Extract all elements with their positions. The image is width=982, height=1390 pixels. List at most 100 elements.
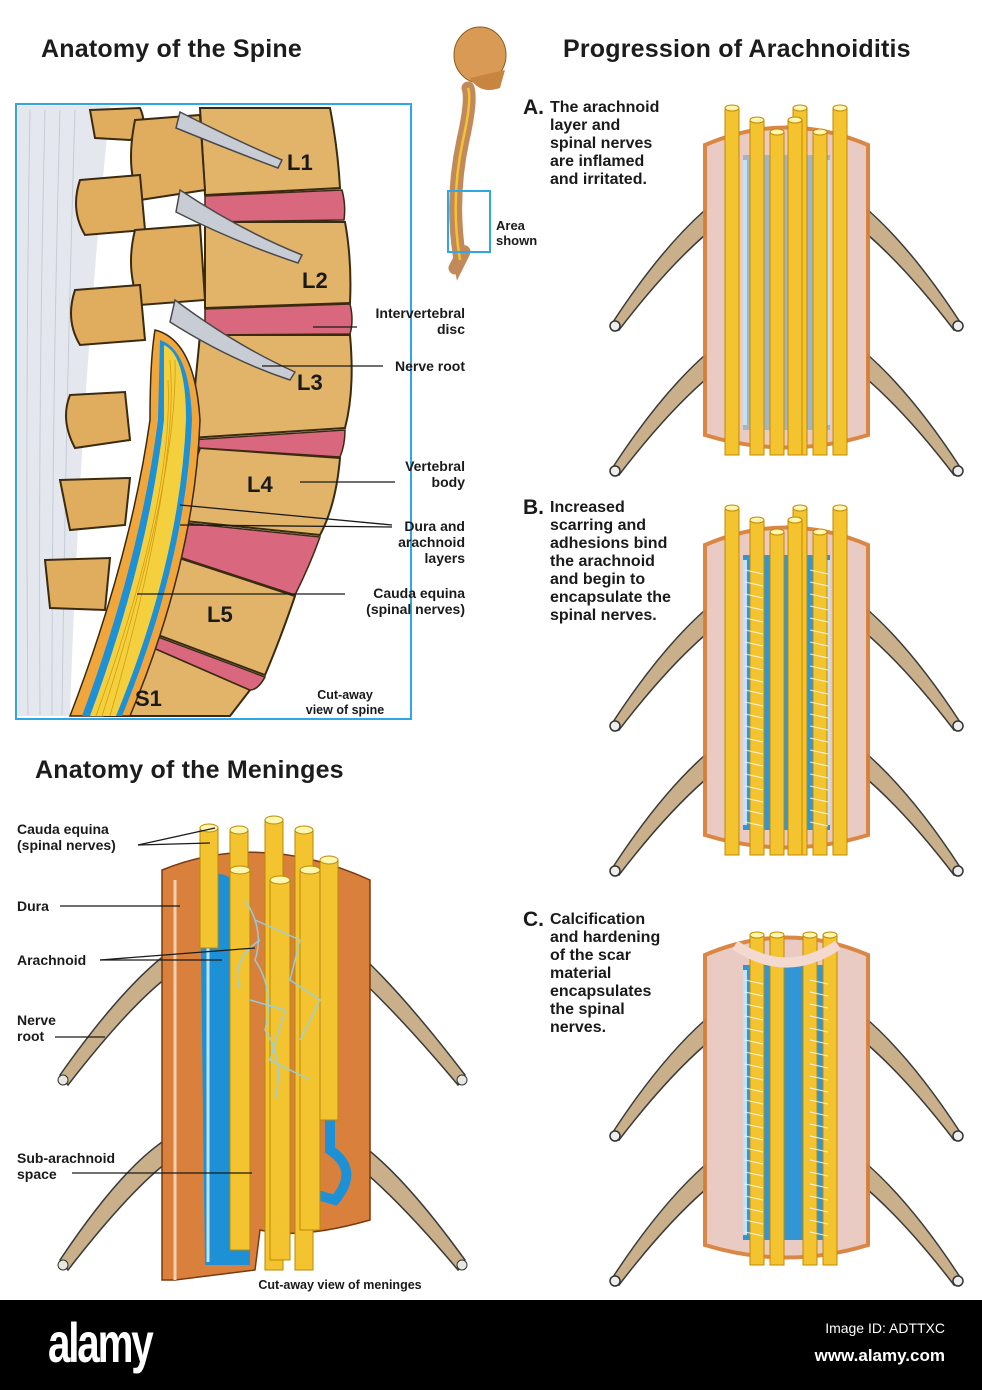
nerve-root bbox=[612, 1163, 706, 1287]
scar-fiber bbox=[809, 1147, 829, 1153]
scar-fiber bbox=[744, 1171, 764, 1177]
scar-fiber bbox=[744, 701, 764, 707]
nerve-root bbox=[612, 753, 706, 877]
stage-text-line: and begin to bbox=[550, 571, 646, 588]
scar-fiber bbox=[744, 653, 764, 659]
callout-line: Nerve bbox=[17, 1012, 56, 1028]
nerve-root bbox=[612, 208, 706, 332]
scar-fiber bbox=[809, 677, 829, 683]
nerve-root-end bbox=[609, 720, 621, 732]
spinal-nerve-end bbox=[832, 104, 848, 112]
callout-line: space bbox=[17, 1166, 57, 1182]
nerve-roots bbox=[609, 208, 964, 477]
stage-text-line: and irritated. bbox=[550, 171, 647, 188]
scar-fiber bbox=[809, 629, 829, 635]
spinal-nerve-end bbox=[749, 516, 765, 524]
scar-fiber bbox=[744, 737, 764, 743]
stage-text-line: the spinal bbox=[550, 1001, 625, 1018]
spine-frame bbox=[15, 103, 412, 720]
callout-line: arachnoid bbox=[398, 534, 465, 550]
stage-text-line: nerves. bbox=[550, 1019, 607, 1036]
scar-fiber bbox=[744, 797, 764, 803]
vertebra-label-s1: S1 bbox=[135, 686, 162, 711]
stage-text-line: Calcification bbox=[550, 911, 646, 928]
scar-fiber bbox=[744, 641, 764, 647]
stage-text-line: of the scar bbox=[550, 947, 631, 964]
stage-text-line: encapsulate the bbox=[550, 589, 671, 606]
scar-fiber bbox=[809, 773, 829, 779]
spinal-nerve-end bbox=[749, 931, 765, 939]
scar-fiber bbox=[809, 1027, 829, 1033]
scar-fiber bbox=[809, 749, 829, 755]
spinal-nerve bbox=[749, 519, 765, 856]
scar-fiber bbox=[744, 1027, 764, 1033]
stage-letter: B. bbox=[523, 496, 544, 519]
nerve-root-end bbox=[952, 320, 964, 332]
spinal-nerve-end bbox=[769, 931, 785, 939]
scar-fiber bbox=[809, 1087, 829, 1093]
meninges-caption: Cut-away view of meninges bbox=[258, 1278, 422, 1292]
callout-intervertebral-disc: Intervertebral disc bbox=[340, 305, 465, 337]
nerve-root bbox=[867, 1163, 961, 1287]
progression-panel-title: Progression of Arachnoiditis bbox=[563, 35, 911, 63]
callout-line: (spinal nerves) bbox=[17, 837, 116, 853]
nerve-root bbox=[867, 208, 961, 332]
scar-fiber bbox=[744, 821, 764, 827]
nerve-root-end bbox=[609, 865, 621, 877]
nerve-root bbox=[867, 353, 961, 477]
scar-fiber bbox=[744, 629, 764, 635]
stage-text-line: spinal nerves. bbox=[550, 607, 657, 624]
scar-fiber bbox=[744, 1195, 764, 1201]
stage-letter: C. bbox=[523, 908, 544, 931]
scar-fiber bbox=[809, 821, 829, 827]
nerve-root bbox=[867, 1018, 961, 1142]
scar-fiber bbox=[744, 689, 764, 695]
scar-fiber bbox=[744, 665, 764, 671]
scar-fiber bbox=[744, 1231, 764, 1237]
spinal-nerve bbox=[787, 119, 803, 456]
scar-fiber bbox=[809, 617, 829, 623]
spinal-nerve-end bbox=[812, 528, 828, 536]
spinal-nerve bbox=[724, 507, 740, 856]
scar-fiber bbox=[809, 785, 829, 791]
scar-fiber bbox=[744, 991, 764, 997]
scar-fiber bbox=[809, 605, 829, 611]
spinal-nerve-end bbox=[802, 931, 818, 939]
scar-fiber bbox=[809, 1063, 829, 1069]
spinal-nerves bbox=[724, 504, 848, 856]
scar-fiber bbox=[809, 797, 829, 803]
label-line: Area bbox=[496, 218, 525, 233]
scar-fiber bbox=[809, 713, 829, 719]
arachnoid-web bbox=[236, 899, 321, 1101]
scar-fiber bbox=[744, 1003, 764, 1009]
vertebra-label-l1: L1 bbox=[287, 150, 313, 175]
image-id: Image ID: ADTTXC bbox=[825, 1320, 945, 1336]
spinal-nerve bbox=[832, 107, 848, 456]
spinal-nerve-end bbox=[769, 528, 785, 536]
spinal-nerve-end bbox=[812, 128, 828, 136]
spinal-nerve bbox=[749, 934, 765, 1266]
area-shown-label: Area shown bbox=[496, 218, 537, 248]
spinal-nerve-end bbox=[792, 504, 808, 512]
nerve-root-end bbox=[952, 720, 964, 732]
caption-line: view of spine bbox=[305, 703, 385, 717]
stage-text-line: are inflamed bbox=[550, 153, 645, 170]
scar-fiber bbox=[809, 1195, 829, 1201]
scar-fiber bbox=[744, 1015, 764, 1021]
scar-fiber bbox=[744, 1147, 764, 1153]
scar-fiber bbox=[809, 1231, 829, 1237]
meninges-callout-arachnoid: Arachnoid bbox=[17, 952, 86, 968]
site-url[interactable]: www.alamy.com bbox=[814, 1346, 945, 1365]
stage-b-cylinder bbox=[609, 504, 964, 877]
stage-text-line: The arachnoid bbox=[550, 99, 660, 116]
stage-text-line: spinal nerves bbox=[550, 135, 653, 152]
scar-fiber bbox=[809, 1135, 829, 1141]
scar-fiber bbox=[809, 641, 829, 647]
scar-fiber bbox=[809, 1015, 829, 1021]
scar-fiber bbox=[809, 991, 829, 997]
scar-fiber bbox=[809, 593, 829, 599]
scar-fiber bbox=[744, 605, 764, 611]
callout-line: Cauda equina bbox=[17, 821, 109, 837]
